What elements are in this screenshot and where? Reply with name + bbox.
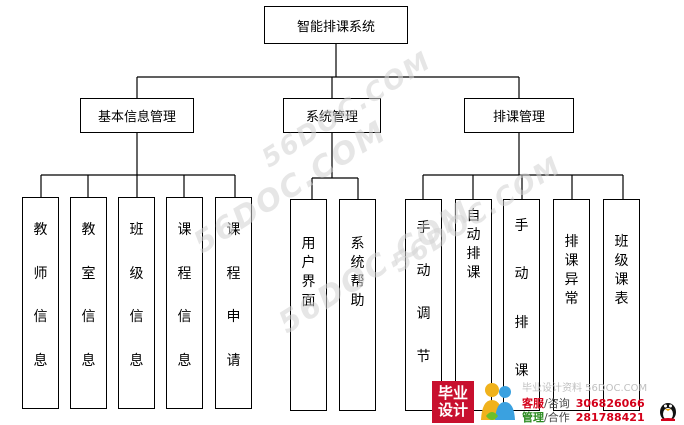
leaf-label-char: 面: [301, 293, 316, 309]
leaf-label-char: 息: [33, 352, 48, 369]
module-label: 系统管理: [305, 110, 358, 125]
manage-number: 281788421: [575, 411, 645, 424]
leaf-label-char: 级: [614, 253, 629, 269]
leaf-label-char: 排: [564, 234, 579, 250]
leaf-label-char: 班: [129, 222, 144, 238]
leaf-label-char: 户: [301, 255, 316, 271]
leaf-label-char: 信: [129, 309, 144, 326]
leaf-label-char: 表: [614, 291, 629, 307]
leaf-label-char: 课: [466, 265, 481, 281]
leaf-label-char: 手: [416, 220, 431, 236]
leaf-label-char: 课: [226, 222, 241, 238]
manage-contact: 管理/合作 281788421: [522, 409, 645, 425]
leaf-label-char: 帮: [350, 274, 365, 290]
site-logo-badge: 毕业 设计: [432, 381, 474, 423]
leaf-label-char: 信: [33, 309, 48, 326]
leaf-label-char: 请: [226, 352, 241, 369]
promo-title: 毕业设计资料 56DOC.COM: [522, 383, 648, 394]
leaf-label-char: 动: [514, 266, 529, 283]
service-contact: 客服/咨询 306826066: [522, 395, 645, 411]
leaf-label-char: 息: [129, 352, 144, 369]
leaf-label-char: 教: [81, 222, 96, 238]
manage-sep: /合作: [544, 411, 570, 424]
people-icon: [481, 383, 515, 420]
leaf-label-char: 系: [350, 236, 365, 252]
root-label: 智能排课系统: [296, 19, 375, 35]
service-sep: /咨询: [544, 397, 570, 410]
leaf-label-char: 常: [564, 291, 579, 307]
leaf-label-char: 动: [466, 227, 481, 243]
leaf-label-char: 信: [81, 309, 96, 326]
leaf-node: 课程申请: [215, 197, 252, 409]
leaf-node: 课程信息: [166, 197, 203, 409]
manage-label: 管理: [522, 411, 544, 424]
leaf-node: 班级信息: [118, 197, 155, 409]
leaf-node: 排课异常: [553, 199, 590, 411]
leaf-label-char: 课: [177, 222, 192, 238]
module-node-basic-info: 基本信息管理: [80, 98, 194, 133]
leaf-node: 教室信息: [70, 197, 107, 409]
leaf-node: 教师信息: [22, 197, 59, 409]
leaf-label-char: 信: [177, 309, 192, 326]
leaf-label-char: 息: [81, 352, 96, 369]
badge-bottom-text: 设计: [437, 401, 468, 419]
leaf-label-char: 班: [614, 234, 629, 250]
leaf-label-char: 动: [416, 263, 431, 279]
service-number: 306826066: [575, 397, 645, 410]
leaf-label-char: 界: [301, 274, 316, 290]
leaf-label-char: 课: [564, 253, 579, 269]
badge-top-text: 毕业: [437, 384, 468, 402]
leaf-node: 手动调节: [405, 199, 442, 411]
leaf-label-char: 程: [177, 265, 192, 282]
leaf-label-char: 申: [226, 309, 241, 326]
module-node-system: 系统管理: [283, 98, 381, 133]
root-node: 智能排课系统: [264, 6, 408, 44]
leaf-label-char: 级: [129, 265, 144, 282]
leaf-node: 系统帮助: [339, 199, 376, 411]
leaf-label-char: 教: [33, 222, 48, 238]
leaf-label-char: 手: [514, 218, 529, 234]
leaf-label-char: 自: [466, 208, 481, 224]
leaf-label-char: 排: [466, 246, 481, 262]
leaf-label-char: 用: [301, 236, 316, 252]
leaf-label-char: 排: [514, 314, 529, 331]
leaf-label-char: 课: [614, 272, 629, 288]
leaf-label-char: 助: [350, 293, 365, 309]
leaf-node: 自动排课: [455, 199, 492, 411]
penguin-icon: [660, 403, 676, 421]
leaf-node: 班级课表: [603, 199, 640, 411]
leaf-label-char: 统: [350, 255, 365, 271]
leaf-label-char: 调: [416, 306, 431, 322]
leaf-label-char: 课: [514, 362, 529, 379]
module-label: 基本信息管理: [97, 110, 176, 125]
service-label: 客服: [522, 397, 544, 410]
leaf-label-char: 异: [564, 272, 579, 288]
leaf-node: 用户界面: [290, 199, 327, 411]
module-node-scheduling: 排课管理: [464, 98, 574, 133]
leaf-label-char: 室: [81, 265, 96, 282]
leaf-node: 手动排课: [503, 199, 540, 411]
leaf-label-char: 息: [177, 352, 192, 369]
leaf-label-char: 节: [416, 349, 431, 365]
leaf-label-char: 师: [33, 265, 48, 282]
module-label: 排课管理: [492, 110, 545, 125]
leaf-label-char: 程: [226, 265, 241, 282]
